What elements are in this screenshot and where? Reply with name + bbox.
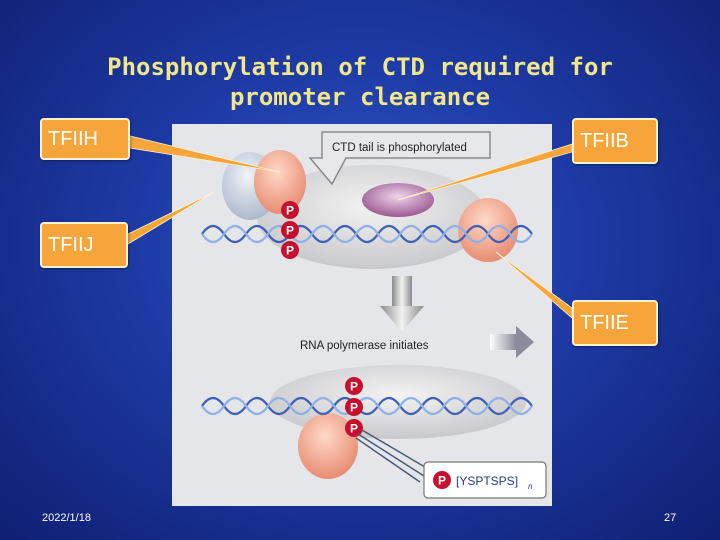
phosphate-icon — [281, 221, 299, 239]
diagram-svg: P P P CTD tail is phosphorylated RNA pol… — [201, 131, 547, 499]
repeat-sequence: [YSPTSPS] — [456, 474, 518, 488]
tfiie-label: TFIIE — [572, 300, 658, 346]
tfiib-label: TFIIB — [572, 118, 658, 164]
phosphate-letter: P — [350, 401, 358, 415]
ctd-phosphates-bottom: P P P — [345, 377, 363, 437]
remaining-factor-protein — [298, 413, 358, 479]
ctd-repeat-box: P [YSPTSPS] n — [423, 461, 547, 499]
phosphate-icon — [345, 419, 363, 437]
phosphate-letter: P — [286, 224, 294, 238]
phosphate-icon — [433, 471, 451, 489]
phosphate-letter: P — [350, 422, 358, 436]
step-label: RNA polymerase initiates — [300, 340, 429, 352]
slide-number: 27 — [664, 512, 677, 524]
phosphate-icon — [345, 377, 363, 395]
tfiie-protein — [458, 198, 518, 262]
repeat-subscript: n — [528, 482, 533, 491]
phosphate-letter: P — [438, 474, 446, 488]
right-arrow — [490, 326, 534, 358]
phosphate-letter: P — [286, 204, 294, 218]
dna-helix-top — [201, 224, 533, 244]
ctd-callout-label: CTD tail is phosphorylated — [332, 142, 467, 154]
phosphate-icon — [281, 241, 299, 259]
phosphate-letter: P — [350, 380, 358, 394]
zoom-lines — [355, 429, 431, 483]
title-line-2: promoter clearance — [229, 83, 491, 111]
slide-title: Phosphorylation of CTD required for prom… — [60, 52, 660, 112]
down-arrow — [380, 276, 424, 332]
ctd-phosphates-top: P P P — [281, 201, 299, 259]
tfiih-label: TFIIH — [40, 118, 130, 160]
tfiij-label: TFIIJ — [40, 222, 128, 268]
phosphate-letter: P — [286, 244, 294, 258]
slide-date: 2022/1/18 — [42, 512, 91, 524]
phosphate-icon — [345, 398, 363, 416]
phosphate-icon — [281, 201, 299, 219]
transcription-diagram: P P P CTD tail is phosphorylated RNA pol… — [172, 124, 552, 506]
title-line-1: Phosphorylation of CTD required for — [107, 53, 613, 81]
dna-helix-bottom — [201, 396, 533, 416]
tfiih-protein — [254, 150, 306, 214]
tfiib-protein — [362, 183, 434, 217]
